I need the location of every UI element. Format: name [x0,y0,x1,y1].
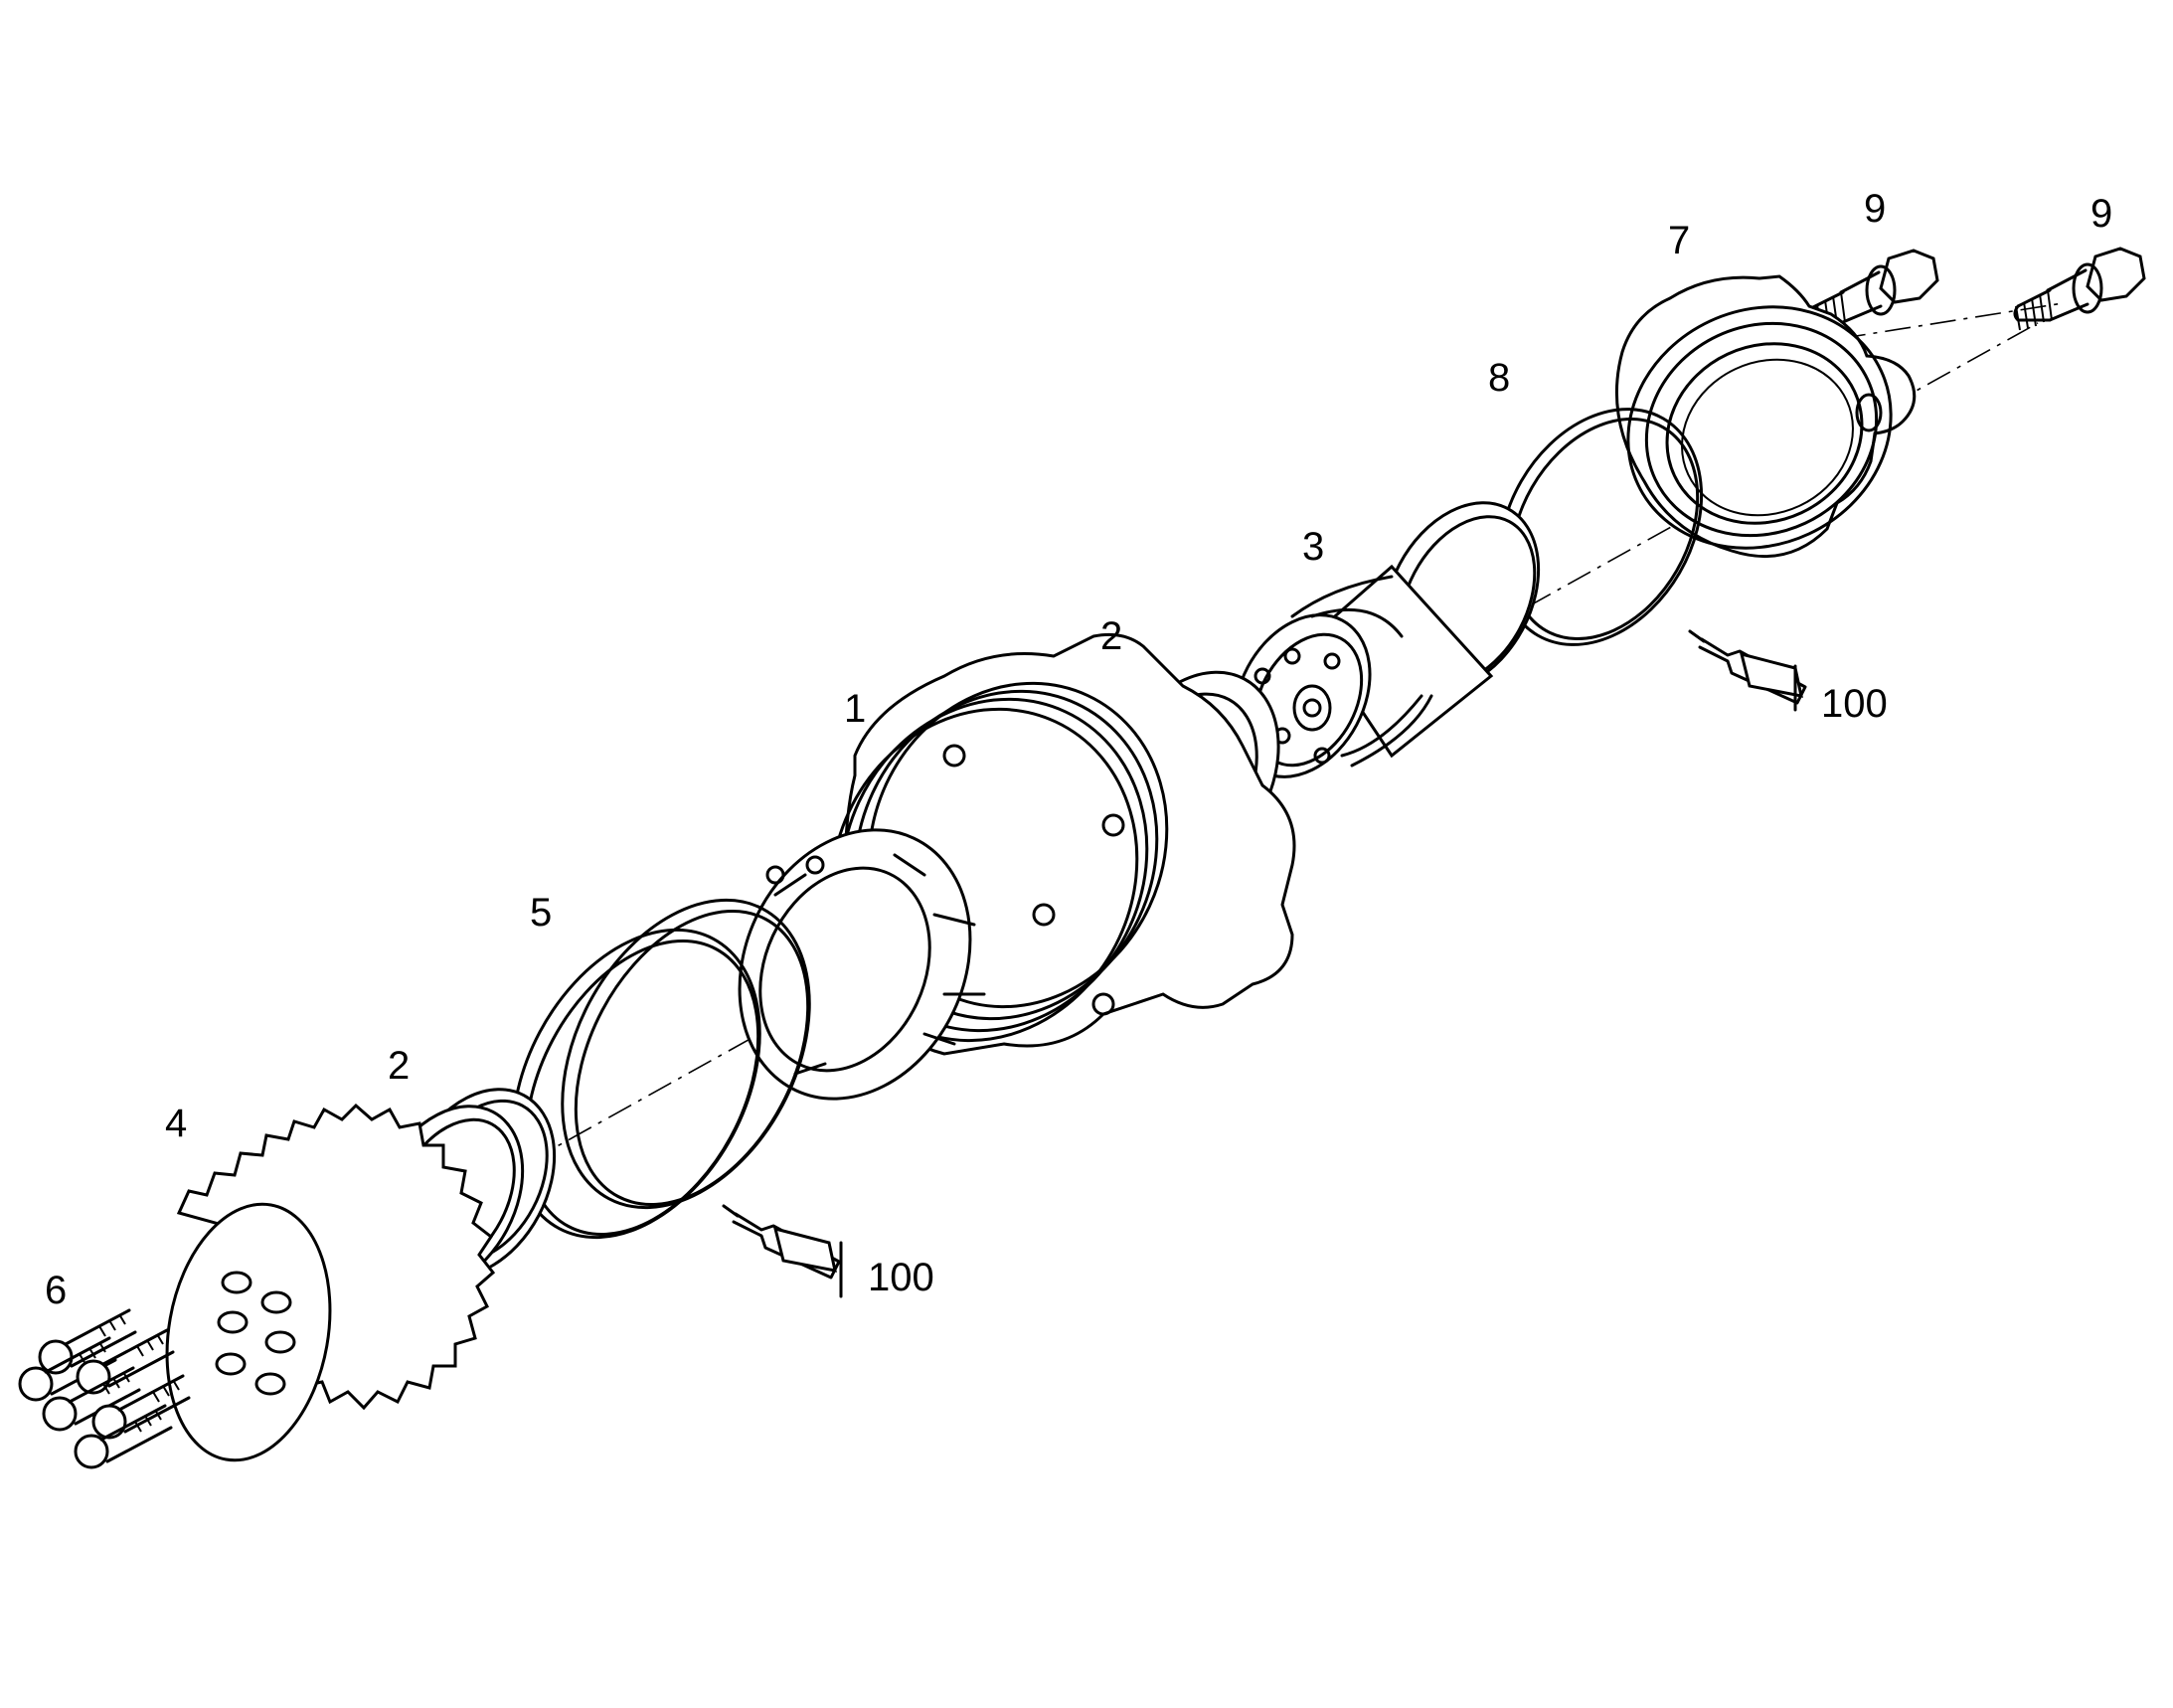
screw-6c [76,1328,175,1395]
callout-part-8: 8 [1488,356,1511,400]
callout-part-1: 1 [844,687,867,731]
callout-part-2-upper: 2 [1100,614,1123,658]
callout-compound-upper: 100 [1821,682,1888,726]
callout-part-6: 6 [45,1269,68,1312]
compound-tube-lower [722,1204,843,1298]
screws-6 [18,1308,191,1469]
callout-part-7: 7 [1668,219,1691,262]
callout-part-4: 4 [165,1102,188,1145]
bolt-9-right [2013,247,2146,331]
rotor-3 [1233,501,1541,778]
o-rings-5 [511,898,811,1240]
cover-flange-7 [1614,274,1917,559]
callout-part-2-lower: 2 [388,1044,411,1088]
callout-part-5: 5 [530,891,553,935]
o-ring-8 [1497,408,1704,646]
callout-part-9-left: 9 [1864,187,1887,231]
callout-part-3: 3 [1302,525,1325,569]
callout-part-9-right: 9 [2090,192,2113,236]
callout-compound-lower: 100 [868,1256,934,1299]
housing-1 [738,632,1296,1101]
screw-6f [74,1404,173,1469]
gear-4 [165,1103,496,1462]
compound-tube-upper [1688,629,1807,712]
